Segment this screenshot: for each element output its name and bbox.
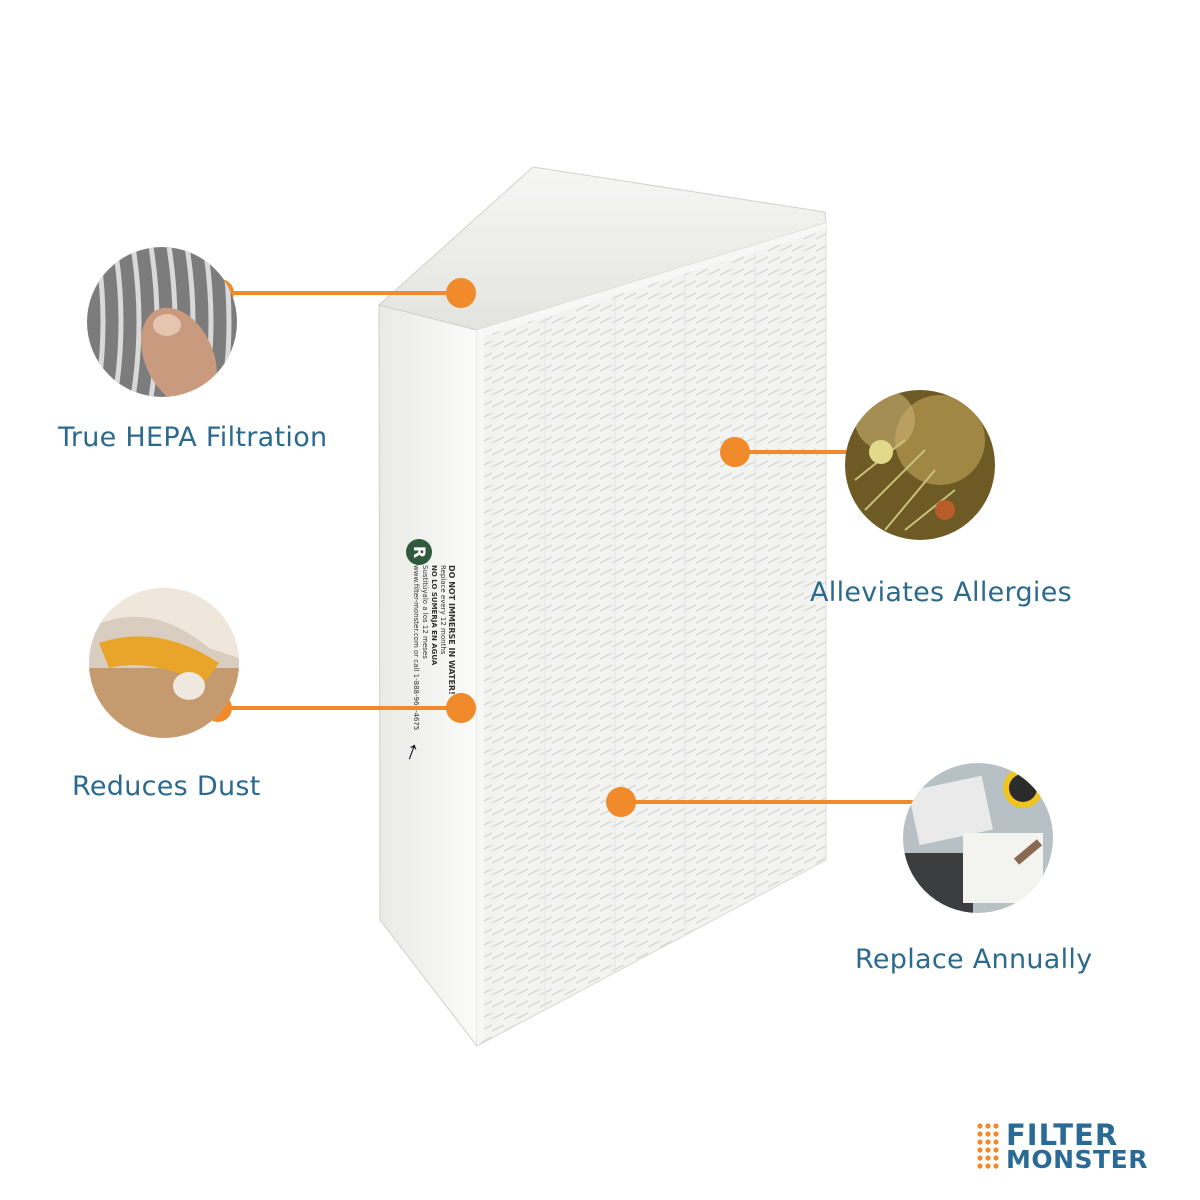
calendar-clock-photo xyxy=(903,763,1053,913)
callout-dot xyxy=(446,693,476,723)
logo-line-2: MONSTER xyxy=(1006,1145,1148,1174)
feature-label-allergies: Alleviates Allergies xyxy=(810,577,1072,608)
dust-broom-photo xyxy=(89,588,239,738)
feature-label-dust: Reduces Dust xyxy=(72,771,261,802)
logo-line-1: FILTER xyxy=(1006,1118,1119,1152)
callout-dot xyxy=(446,278,476,308)
feature-label-hepa: True HEPA Filtration xyxy=(58,422,328,453)
filter-monster-logo: FILTER MONSTER xyxy=(976,1118,1166,1176)
feature-label-replace: Replace Annually xyxy=(855,944,1093,975)
logo-dot-grid-icon xyxy=(977,1123,999,1169)
callout-dot xyxy=(606,787,636,817)
callout-dot xyxy=(720,437,750,467)
pollen-plant-photo xyxy=(845,390,995,540)
pleated-filter-photo xyxy=(87,247,237,397)
